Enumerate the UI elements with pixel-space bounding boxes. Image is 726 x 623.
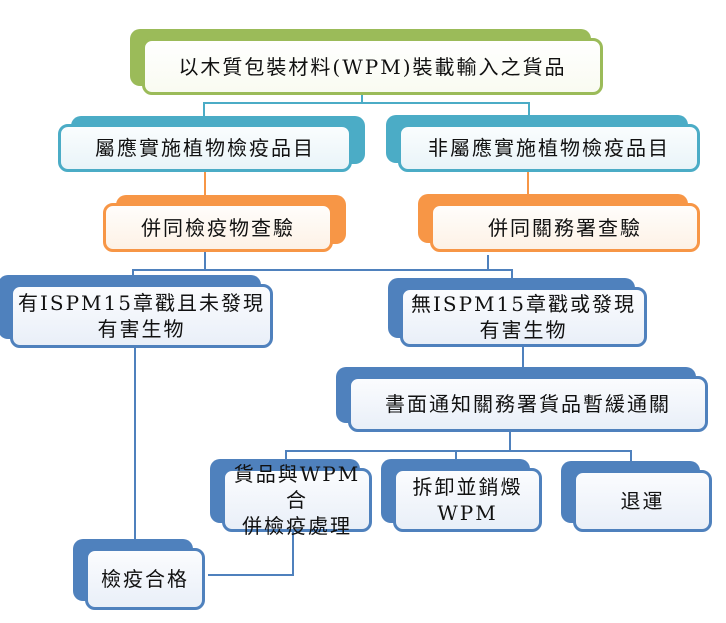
- node-non-quarantine-list-label: 非屬應實施植物檢疫品目: [398, 124, 700, 172]
- node-inspect-with-quarantine-label: 併同檢疫物查驗: [103, 203, 333, 252]
- node-start: 以木質包裝材料(WPM)裝載輸入之貨品: [130, 29, 603, 95]
- node-ispm15-ok-label: 有ISPM15章戳且未發現 有害生物: [10, 284, 273, 348]
- connector-treat-to-passed-horizontal: [208, 574, 294, 576]
- connector-to-destroy-wpm: [455, 450, 457, 462]
- node-quarantine-passed: 檢疫合格: [73, 539, 205, 610]
- connector-level4-bus: [132, 269, 513, 271]
- node-quarantine-passed-label: 檢疫合格: [85, 548, 205, 610]
- node-inspect-with-customs-label: 併同關務署查驗: [430, 203, 700, 252]
- connector-ok-to-passed: [134, 348, 136, 541]
- connector-start-stem: [361, 95, 363, 104]
- connector-actions-bus: [285, 450, 632, 452]
- node-inspect-with-customs: 併同關務署查驗: [418, 194, 700, 252]
- connector-treat-to-passed-vertical: [292, 532, 294, 576]
- node-return-shipment: 退運: [561, 461, 712, 532]
- node-notify-customs-label: 書面通知關務署貨品暫緩通關: [348, 376, 708, 432]
- node-return-shipment-label: 退運: [573, 470, 712, 532]
- connector-level2-bus: [203, 102, 530, 104]
- node-treat-together-label: 貨品與WPM合 併檢疫處理: [222, 462, 372, 538]
- connector-inspect-quarantine-stem: [204, 252, 206, 271]
- connector-fail-to-notify: [522, 347, 524, 369]
- connector-to-ispm15-fail: [511, 269, 513, 280]
- node-ispm15-fail: 無ISPM15章戳或發現 有害生物: [388, 278, 647, 347]
- node-ispm15-fail-label: 無ISPM15章戳或發現 有害生物: [400, 287, 647, 347]
- node-destroy-wpm-label: 拆卸並銷燬 WPM: [393, 468, 542, 532]
- node-notify-customs: 書面通知關務署貨品暫緩通關: [336, 367, 708, 432]
- connector-notify-stem: [509, 432, 511, 452]
- connector-to-non-quarantine-list: [528, 102, 530, 117]
- connector-inspect-customs-stem: [487, 255, 489, 271]
- node-ispm15-ok: 有ISPM15章戳且未發現 有害生物: [0, 275, 273, 348]
- node-treat-together: 貨品與WPM合 併檢疫處理: [210, 459, 372, 538]
- connector-to-quarantine-list: [203, 102, 205, 117]
- node-start-label: 以木質包裝材料(WPM)裝載輸入之貨品: [142, 38, 603, 95]
- connector-to-treat-together: [285, 450, 287, 462]
- node-non-quarantine-list: 非屬應實施植物檢疫品目: [386, 115, 700, 172]
- node-destroy-wpm: 拆卸並銷燬 WPM: [381, 459, 542, 532]
- node-quarantine-list-label: 屬應實施植物檢疫品目: [58, 124, 352, 172]
- connector-to-inspect-with-quarantine: [204, 172, 206, 196]
- connector-to-return-shipment: [630, 450, 632, 463]
- connector-to-inspect-with-customs: [527, 172, 529, 196]
- node-quarantine-list: 屬應實施植物檢疫品目: [58, 116, 365, 172]
- node-inspect-with-quarantine: 併同檢疫物查驗: [103, 195, 346, 252]
